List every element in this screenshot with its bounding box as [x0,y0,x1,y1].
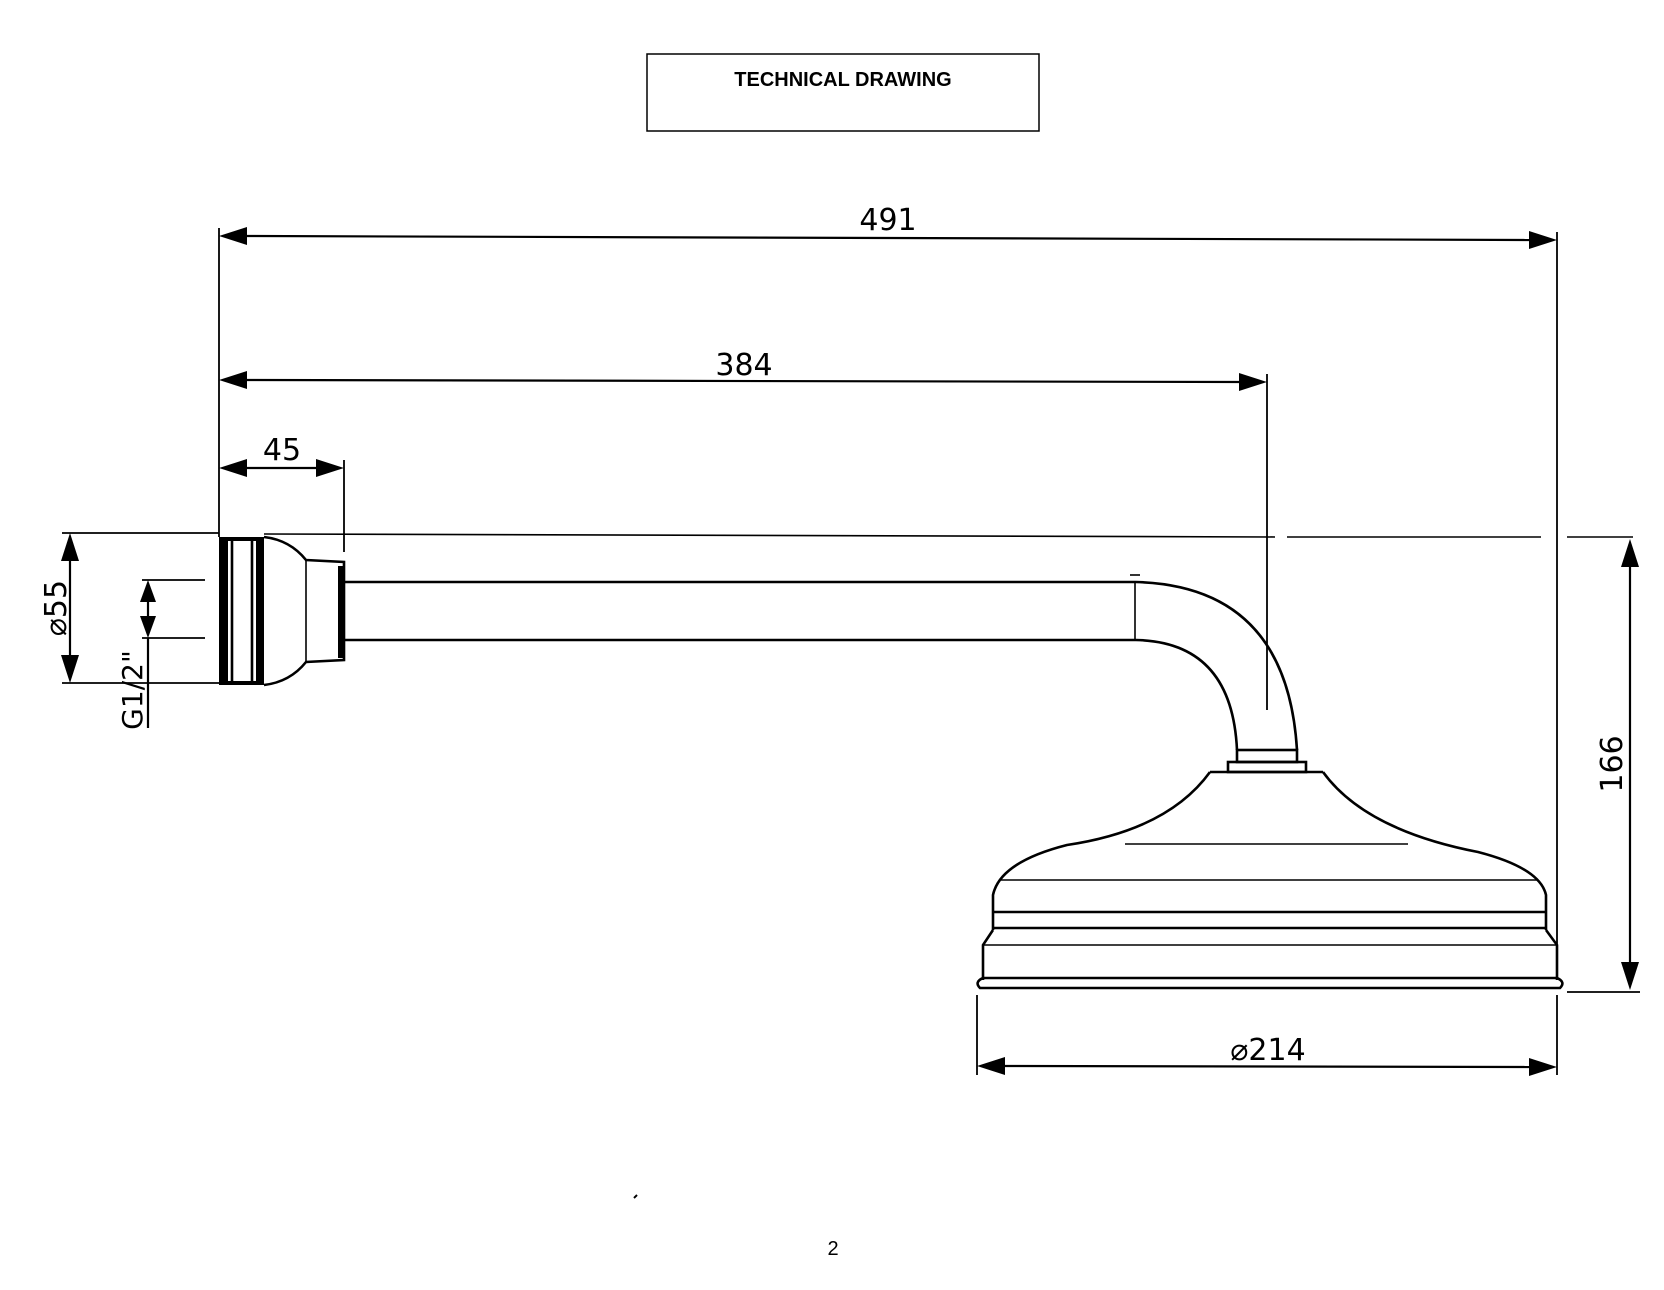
dim-166-label: 166 [1595,735,1630,792]
dim-45-label: 45 [263,433,301,468]
connector-nut [1226,748,1308,774]
dimension-overall-length: 491 [218,203,1558,978]
dim-384-label: 384 [715,348,772,383]
svg-text:⌀55: ⌀55 [39,580,74,636]
dimension-thread: G1/2" [116,579,205,730]
title-box: TECHNICAL DRAWING [646,53,1040,132]
dim-214-symbol: ⌀ [1230,1033,1248,1068]
wall-flange [219,535,346,687]
centerline-top [263,533,1633,538]
page-number: 2 [827,1238,838,1260]
dimension-flange-diameter: ⌀55 [39,532,219,684]
title-text: TECHNICAL DRAWING [734,69,951,91]
svg-text:⌀214: ⌀214 [1230,1033,1305,1068]
dimension-flange-depth: 45 [219,433,345,552]
dim-55-label: 55 [39,580,74,618]
shower-head [976,770,1564,990]
dimension-overall-height: 166 [1567,539,1640,993]
stray-mark [633,1194,638,1199]
dimension-arm-length: 384 [219,348,1268,710]
dim-491-label: 491 [859,203,916,238]
dim-214-label: 214 [1248,1033,1305,1068]
thread-label: G1/2" [116,650,149,730]
dimension-head-diameter: ⌀214 [976,995,1558,1076]
shower-arm [344,574,1299,751]
dim-55-symbol: ⌀ [39,618,74,636]
